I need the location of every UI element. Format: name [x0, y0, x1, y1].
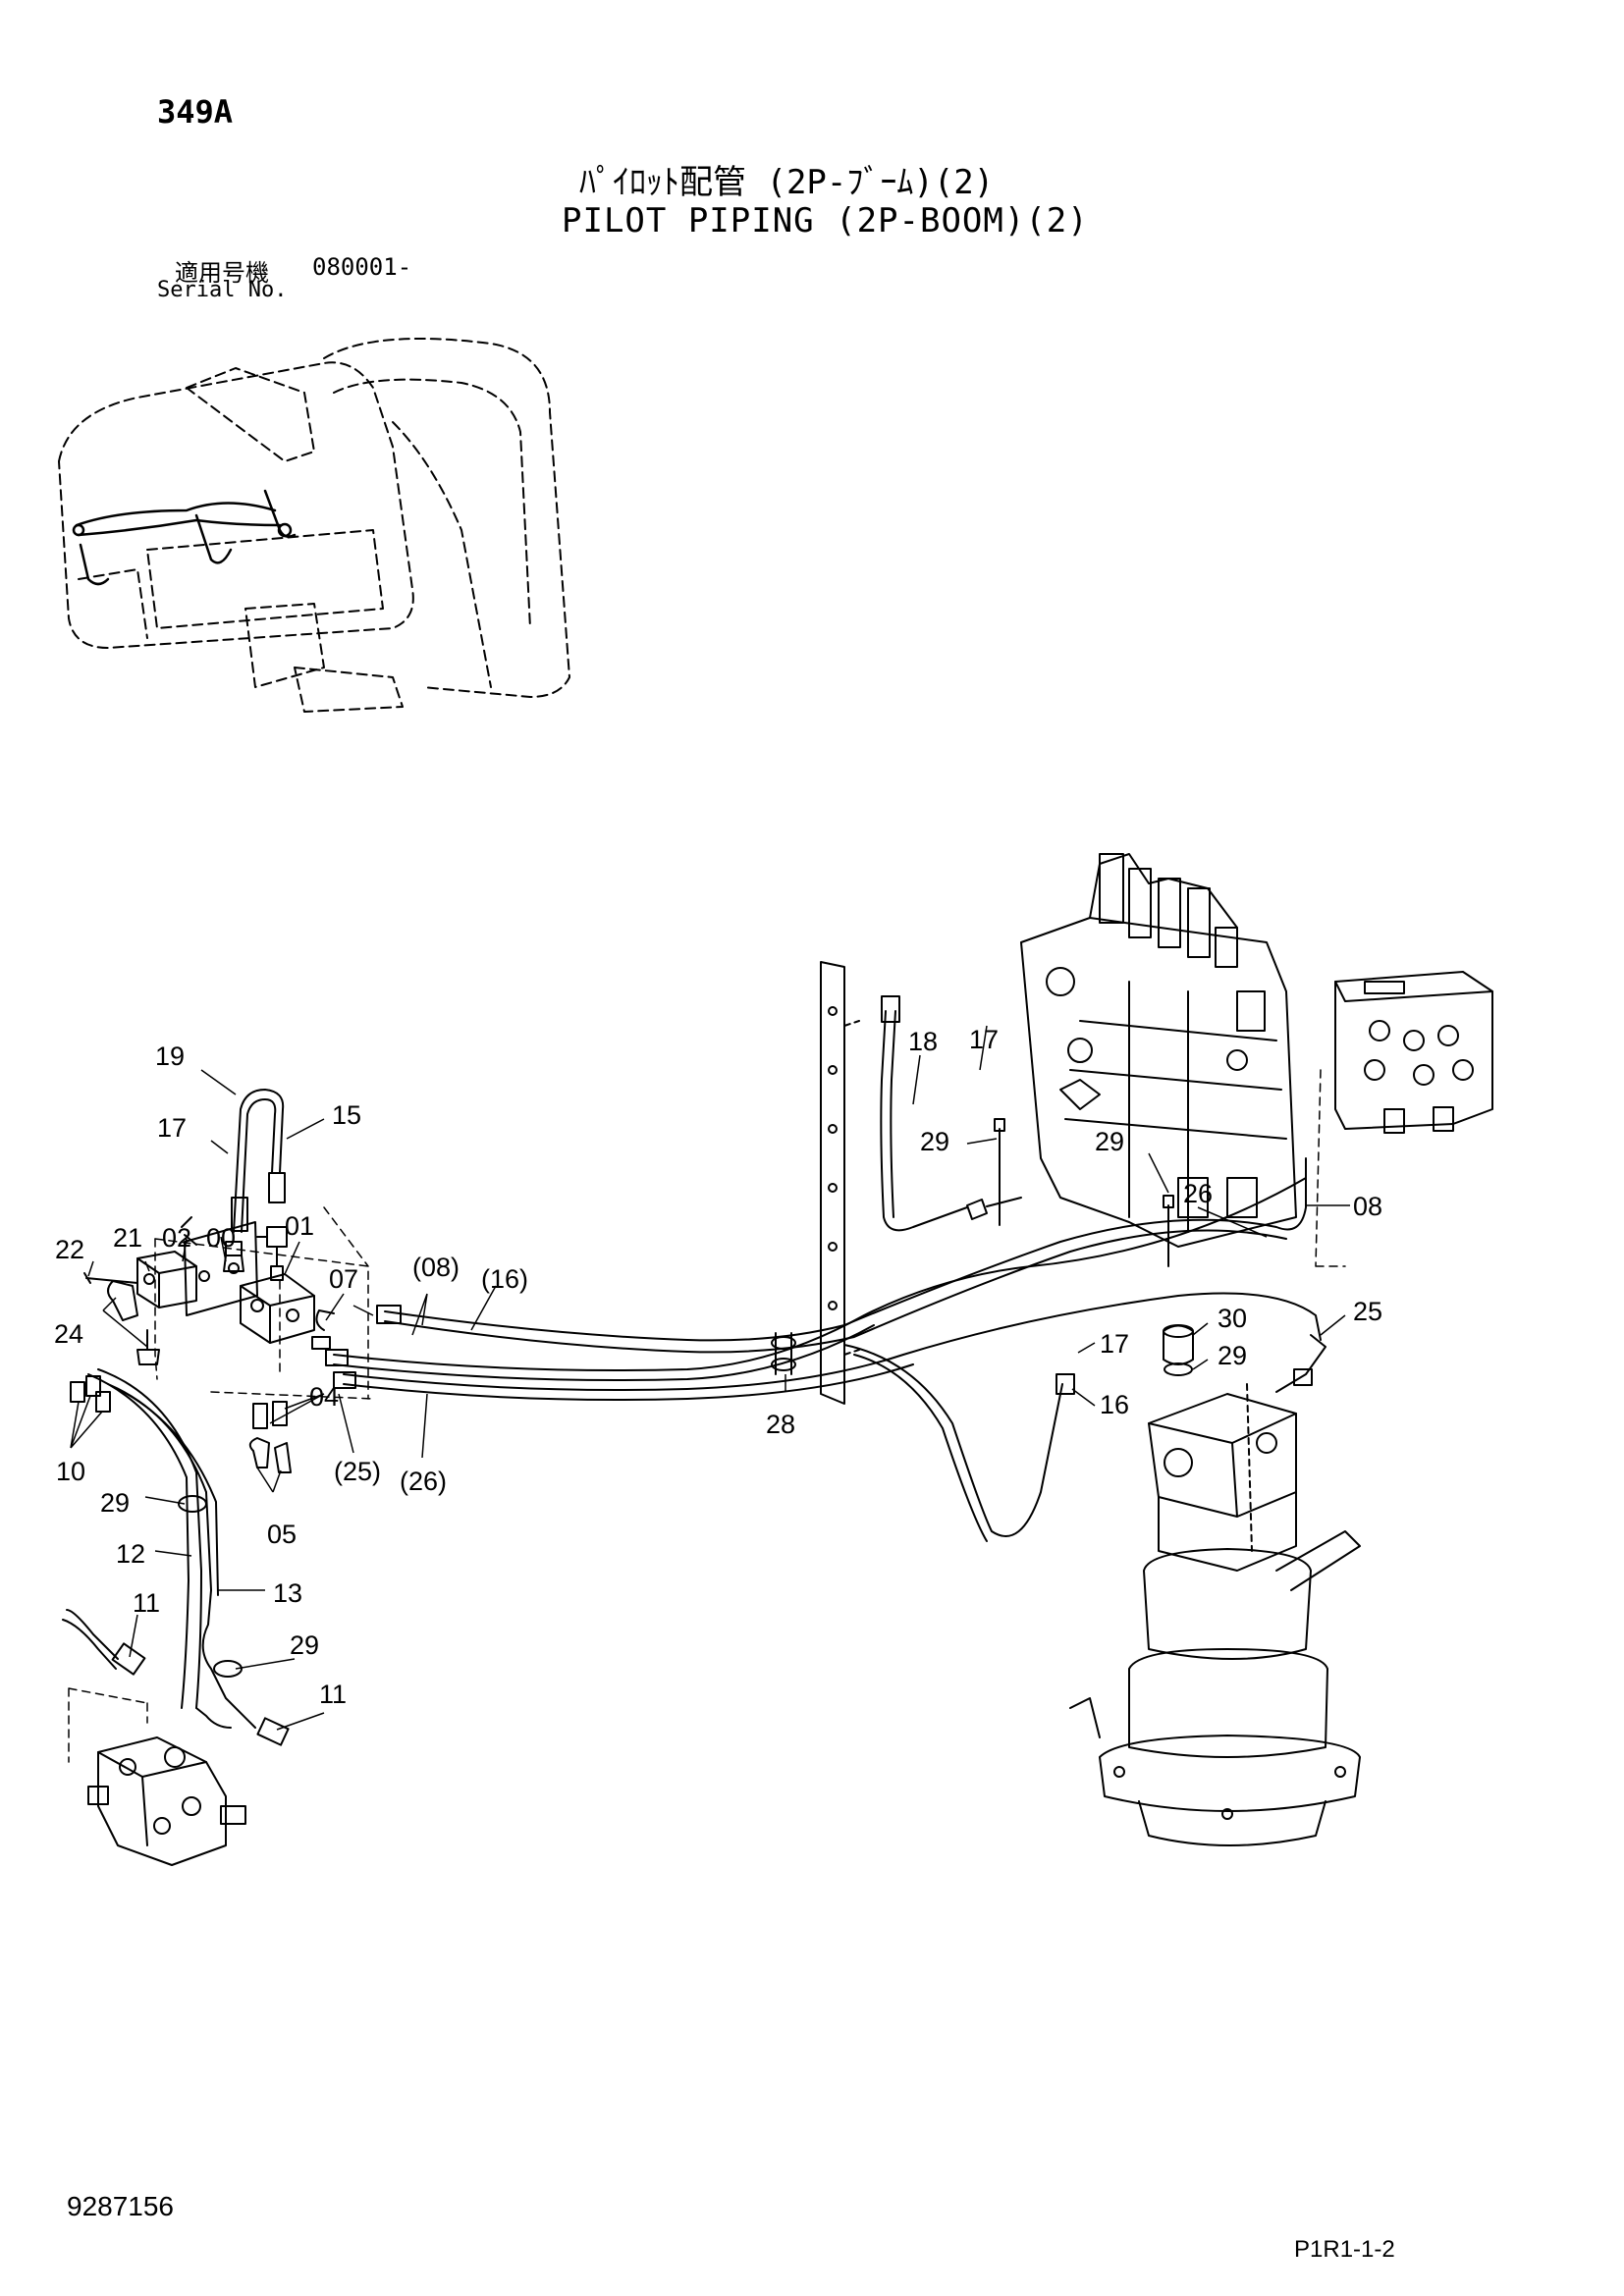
clamp-28 — [771, 1332, 796, 1375]
callout-labels: 19 17 15 22 21 02 00 01 07 24 04 10 (25)… — [54, 1025, 1382, 1709]
control-valve-port-detail — [1315, 971, 1493, 1267]
machine-overview-sketch — [58, 338, 570, 713]
document-number: 9287156 — [67, 2191, 175, 2221]
callout-13: 13 — [273, 1578, 302, 1608]
title-japanese: ﾊﾟｲﾛｯﾄ配管 (2P-ﾌﾞｰﾑ)(2) — [579, 163, 995, 202]
callout-01: 01 — [285, 1211, 314, 1241]
callout-21: 21 — [113, 1223, 142, 1253]
fittings-24 — [107, 1280, 160, 1365]
callout-18: 18 — [908, 1027, 938, 1056]
callout-17-motor: 17 — [1100, 1329, 1129, 1359]
callout-22: 22 — [55, 1235, 84, 1264]
callout-16: 16 — [1100, 1390, 1129, 1419]
control-valve — [1020, 853, 1297, 1248]
serial-label-japanese: 適用号機 — [175, 259, 269, 287]
fitting-07 — [311, 1309, 335, 1350]
hose-26-main — [325, 1177, 1307, 1381]
pilot-valve — [68, 1687, 246, 1866]
callout-11-right: 11 — [319, 1680, 347, 1709]
callout-10: 10 — [56, 1457, 85, 1486]
callout-15: 15 — [332, 1100, 361, 1130]
assembly-guide-lines — [154, 1206, 374, 1400]
callout-29-motor: 29 — [1218, 1341, 1247, 1370]
callout-12: 12 — [116, 1539, 145, 1569]
callout-29-left: 29 — [100, 1488, 130, 1518]
fitting-15 — [256, 1226, 288, 1281]
callout-08: 08 — [1353, 1192, 1382, 1221]
callout-28: 28 — [766, 1410, 795, 1439]
callout-29-center: 29 — [920, 1127, 949, 1156]
callout-17-valve: 17 — [969, 1025, 999, 1054]
callout-19: 19 — [155, 1041, 185, 1071]
serial-number-value: 080001- — [312, 253, 412, 281]
fittings-04 — [252, 1401, 288, 1429]
pin-02 — [184, 1234, 197, 1246]
serial-label-english: Serial No. — [157, 278, 288, 302]
callout-24: 24 — [54, 1319, 83, 1349]
hose-13 — [107, 1383, 256, 1729]
leader-lines — [70, 1025, 1350, 1731]
callout-25: 25 — [1353, 1297, 1382, 1326]
callout-29-right: 29 — [1095, 1127, 1124, 1156]
callout-17-left: 17 — [157, 1113, 187, 1143]
callout-16-paren: (16) — [481, 1264, 528, 1294]
hose-18 — [880, 995, 968, 1232]
block-01 — [240, 1273, 315, 1344]
hose-25-main — [333, 1292, 1326, 1401]
clip-29-left — [178, 1495, 243, 1678]
callout-05: 05 — [267, 1520, 297, 1549]
hose-19 — [231, 1089, 286, 1233]
title-english: PILOT PIPING (2P-BOOM)(2) — [562, 201, 1089, 240]
bracket-00 — [181, 1216, 258, 1316]
swing-motor — [1069, 1383, 1361, 1846]
clip-29-bundle — [994, 1118, 1174, 1267]
hose-11-left — [62, 1609, 146, 1676]
hose-11-right — [195, 1707, 290, 1746]
fitting-17-valve — [966, 1197, 1022, 1220]
callout-07: 07 — [329, 1264, 358, 1294]
callout-26-paren: (26) — [400, 1467, 447, 1496]
hose-16-loop — [843, 1344, 1075, 1542]
page-reference: P1R1-1-2 — [1294, 2236, 1395, 2263]
hose-12 — [87, 1368, 202, 1709]
hose-08-16-main — [376, 1157, 1307, 1354]
overview-pilot-hoses — [72, 489, 297, 586]
plug-30 — [1163, 1324, 1194, 1365]
page-code: 349A — [157, 93, 234, 131]
block-21 — [136, 1251, 197, 1308]
callout-25-paren: (25) — [334, 1457, 381, 1486]
callout-30: 30 — [1218, 1304, 1247, 1333]
callout-02: 02 — [162, 1223, 191, 1253]
callout-11-left: 11 — [133, 1588, 160, 1618]
callout-08-paren: (08) — [412, 1253, 460, 1282]
oring-29 — [1164, 1362, 1193, 1376]
callout-26: 26 — [1183, 1179, 1213, 1208]
mounting-bracket — [820, 961, 860, 1405]
callout-04: 04 — [309, 1382, 339, 1412]
callout-29-lower: 29 — [290, 1630, 319, 1660]
bolt-22 — [83, 1272, 138, 1284]
fittings-05 — [248, 1437, 292, 1473]
callout-00: 00 — [206, 1223, 236, 1253]
